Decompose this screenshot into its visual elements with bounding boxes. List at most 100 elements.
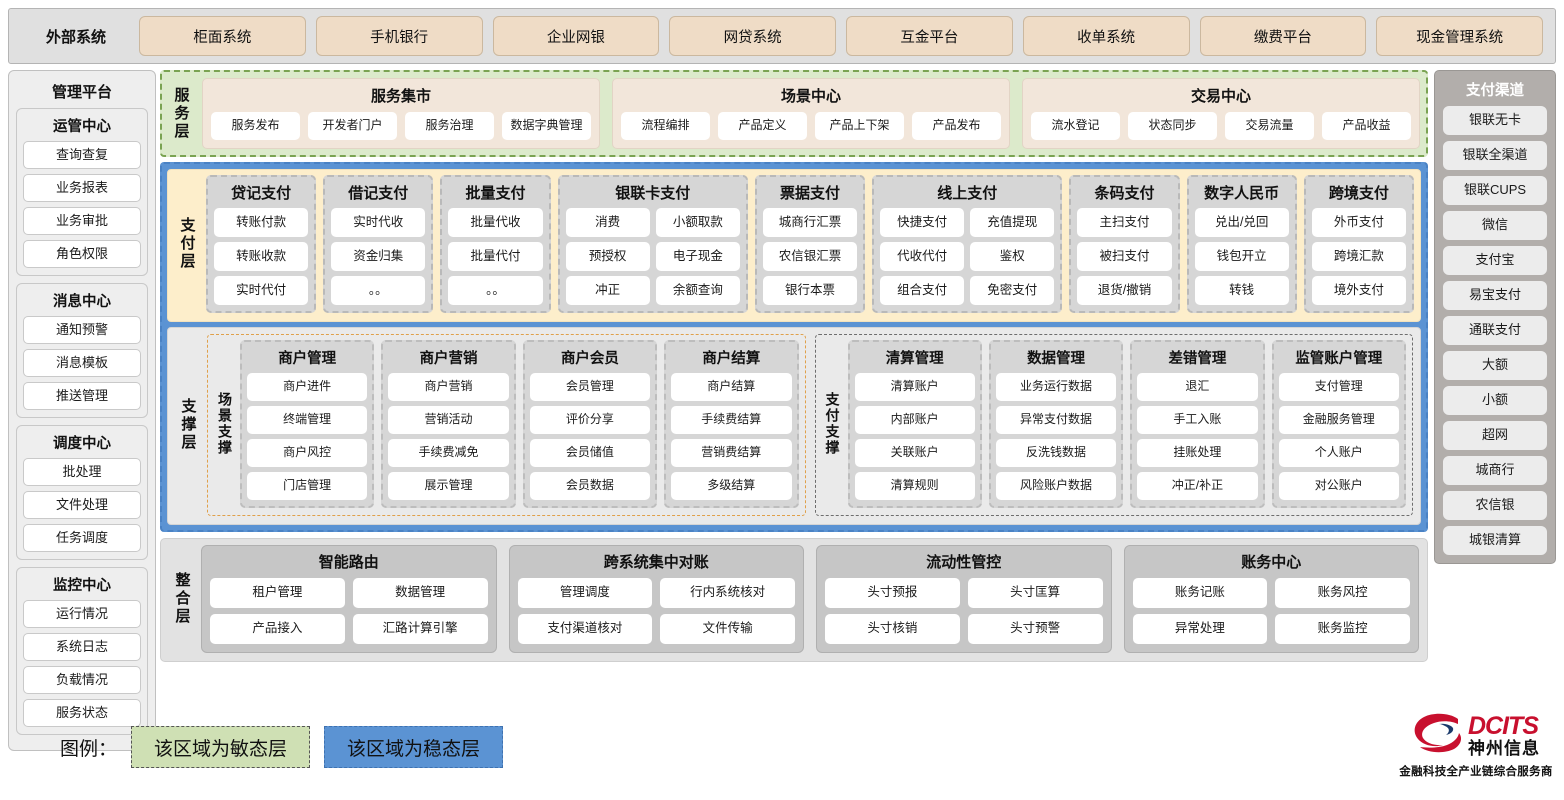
- support-item[interactable]: 冲正/补正: [1137, 472, 1257, 500]
- service-item[interactable]: 产品发布: [912, 112, 1001, 140]
- support-item[interactable]: 金融服务管理: [1279, 406, 1399, 434]
- admin-menu-item[interactable]: 业务报表: [23, 174, 141, 202]
- payment-item[interactable]: 充值提现: [970, 208, 1054, 237]
- payment-channel-item[interactable]: 银联全渠道: [1443, 141, 1547, 170]
- payment-item[interactable]: 余额查询: [656, 276, 740, 305]
- payment-item[interactable]: 主扫支付: [1077, 208, 1171, 237]
- payment-item[interactable]: 。。: [331, 276, 425, 305]
- payment-item[interactable]: 鉴权: [970, 242, 1054, 271]
- support-item[interactable]: 展示管理: [388, 472, 508, 500]
- payment-item[interactable]: 实时代收: [331, 208, 425, 237]
- external-system-item[interactable]: 互金平台: [846, 16, 1013, 56]
- admin-menu-item[interactable]: 批处理: [23, 458, 141, 486]
- support-item[interactable]: 多级结算: [671, 472, 791, 500]
- admin-menu-item[interactable]: 通知预警: [23, 316, 141, 344]
- external-system-item[interactable]: 缴费平台: [1200, 16, 1367, 56]
- support-item[interactable]: 内部账户: [855, 406, 975, 434]
- service-item[interactable]: 交易流量: [1225, 112, 1314, 140]
- service-item[interactable]: 产品定义: [718, 112, 807, 140]
- integration-item[interactable]: 账务风控: [1275, 578, 1410, 608]
- integration-item[interactable]: 头寸预报: [825, 578, 960, 608]
- integration-item[interactable]: 产品接入: [210, 614, 345, 644]
- support-item[interactable]: 会员数据: [530, 472, 650, 500]
- service-item[interactable]: 服务发布: [211, 112, 300, 140]
- payment-item[interactable]: 免密支付: [970, 276, 1054, 305]
- payment-channel-item[interactable]: 银联无卡: [1443, 106, 1547, 135]
- admin-menu-item[interactable]: 服务状态: [23, 699, 141, 727]
- integration-item[interactable]: 行内系统核对: [660, 578, 795, 608]
- payment-channel-item[interactable]: 银联CUPS: [1443, 176, 1547, 205]
- support-item[interactable]: 商户风控: [247, 439, 367, 467]
- external-system-item[interactable]: 企业网银: [493, 16, 660, 56]
- payment-channel-item[interactable]: 城商行: [1443, 456, 1547, 485]
- payment-item[interactable]: 外币支付: [1312, 208, 1406, 237]
- support-item[interactable]: 商户进件: [247, 373, 367, 401]
- integration-item[interactable]: 账务记账: [1133, 578, 1268, 608]
- support-item[interactable]: 手续费结算: [671, 406, 791, 434]
- payment-item[interactable]: 快捷支付: [880, 208, 964, 237]
- payment-channel-item[interactable]: 城银清算: [1443, 526, 1547, 555]
- payment-item[interactable]: 退货/撤销: [1077, 276, 1171, 305]
- admin-menu-item[interactable]: 运行情况: [23, 600, 141, 628]
- support-item[interactable]: 对公账户: [1279, 472, 1399, 500]
- payment-channel-item[interactable]: 支付宝: [1443, 246, 1547, 275]
- payment-item[interactable]: 组合支付: [880, 276, 964, 305]
- external-system-item[interactable]: 现金管理系统: [1376, 16, 1543, 56]
- payment-item[interactable]: 。。: [448, 276, 542, 305]
- service-item[interactable]: 流程编排: [621, 112, 710, 140]
- integration-item[interactable]: 管理调度: [518, 578, 653, 608]
- support-item[interactable]: 手工入账: [1137, 406, 1257, 434]
- payment-channel-item[interactable]: 微信: [1443, 211, 1547, 240]
- integration-item[interactable]: 租户管理: [210, 578, 345, 608]
- payment-item[interactable]: 资金归集: [331, 242, 425, 271]
- integration-item[interactable]: 头寸匡算: [968, 578, 1103, 608]
- support-item[interactable]: 清算规则: [855, 472, 975, 500]
- integration-item[interactable]: 异常处理: [1133, 614, 1268, 644]
- service-item[interactable]: 开发者门户: [308, 112, 397, 140]
- support-item[interactable]: 商户结算: [671, 373, 791, 401]
- payment-item[interactable]: 境外支付: [1312, 276, 1406, 305]
- payment-channel-item[interactable]: 小额: [1443, 386, 1547, 415]
- payment-item[interactable]: 城商行汇票: [763, 208, 857, 237]
- payment-item[interactable]: 预授权: [566, 242, 650, 271]
- external-system-item[interactable]: 柜面系统: [139, 16, 306, 56]
- admin-menu-item[interactable]: 查询查复: [23, 141, 141, 169]
- payment-item[interactable]: 银行本票: [763, 276, 857, 305]
- service-item[interactable]: 服务治理: [405, 112, 494, 140]
- support-item[interactable]: 清算账户: [855, 373, 975, 401]
- payment-item[interactable]: 实时代付: [214, 276, 308, 305]
- admin-menu-item[interactable]: 文件处理: [23, 491, 141, 519]
- payment-channel-item[interactable]: 大额: [1443, 351, 1547, 380]
- integration-item[interactable]: 文件传输: [660, 614, 795, 644]
- payment-item[interactable]: 被扫支付: [1077, 242, 1171, 271]
- support-item[interactable]: 手续费减免: [388, 439, 508, 467]
- support-item[interactable]: 反洗钱数据: [996, 439, 1116, 467]
- payment-item[interactable]: 钱包开立: [1195, 242, 1289, 271]
- admin-menu-item[interactable]: 消息模板: [23, 349, 141, 377]
- payment-channel-item[interactable]: 易宝支付: [1443, 281, 1547, 310]
- support-item[interactable]: 风险账户数据: [996, 472, 1116, 500]
- support-item[interactable]: 营销费结算: [671, 439, 791, 467]
- support-item[interactable]: 会员管理: [530, 373, 650, 401]
- support-item[interactable]: 业务运行数据: [996, 373, 1116, 401]
- integration-item[interactable]: 汇路计算引擎: [353, 614, 488, 644]
- payment-item[interactable]: 转钱: [1195, 276, 1289, 305]
- admin-menu-item[interactable]: 推送管理: [23, 382, 141, 410]
- support-item[interactable]: 个人账户: [1279, 439, 1399, 467]
- payment-item[interactable]: 兑出/兑回: [1195, 208, 1289, 237]
- external-system-item[interactable]: 网贷系统: [669, 16, 836, 56]
- payment-item[interactable]: 转账收款: [214, 242, 308, 271]
- support-item[interactable]: 关联账户: [855, 439, 975, 467]
- support-item[interactable]: 会员储值: [530, 439, 650, 467]
- payment-item[interactable]: 代收代付: [880, 242, 964, 271]
- support-item[interactable]: 评价分享: [530, 406, 650, 434]
- payment-channel-item[interactable]: 超网: [1443, 421, 1547, 450]
- support-item[interactable]: 退汇: [1137, 373, 1257, 401]
- support-item[interactable]: 挂账处理: [1137, 439, 1257, 467]
- payment-item[interactable]: 转账付款: [214, 208, 308, 237]
- support-item[interactable]: 门店管理: [247, 472, 367, 500]
- integration-item[interactable]: 账务监控: [1275, 614, 1410, 644]
- admin-menu-item[interactable]: 系统日志: [23, 633, 141, 661]
- support-item[interactable]: 支付管理: [1279, 373, 1399, 401]
- admin-menu-item[interactable]: 任务调度: [23, 524, 141, 552]
